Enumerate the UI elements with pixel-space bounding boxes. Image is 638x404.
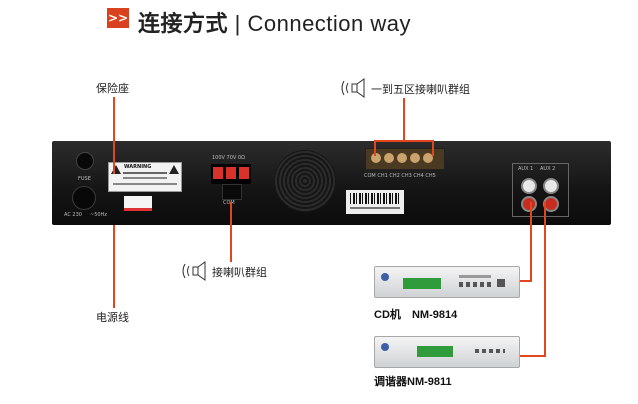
cd-player-name: CD机 <box>374 309 401 321</box>
ac-freq-label: ~50Hz <box>90 212 107 218</box>
usb-port <box>497 279 505 287</box>
barcode-sticker <box>346 190 404 214</box>
zones-bracket-right <box>432 140 434 156</box>
aux1-cable-end <box>518 280 532 282</box>
warning-icon <box>169 165 179 174</box>
ac-input-label: AC 230 <box>64 212 82 218</box>
tuner-device <box>374 336 520 368</box>
zone-terminal-strip <box>365 148 445 170</box>
tuner-model: NM-9811 <box>407 376 452 388</box>
speaker-connector-line <box>230 202 232 262</box>
title-separator: | <box>228 11 248 36</box>
aux2-cable <box>544 202 546 357</box>
fan-grille <box>274 150 336 212</box>
aux1-label: AUX 1 <box>518 166 534 172</box>
section-badge: >> <box>107 8 129 28</box>
fuse-holder <box>76 152 94 170</box>
power-inlet <box>72 186 96 210</box>
display-panel <box>417 346 453 357</box>
zone-terminal-labels: COM CH1 CH2 CH3 CH4 CH5 <box>364 173 436 179</box>
aux2-label: AUX 2 <box>540 166 556 172</box>
zones-bracket-line <box>374 140 434 142</box>
warning-label: WARNING <box>108 162 182 192</box>
speaker-zones-label: 一到五区接喇叭群组 <box>371 83 470 96</box>
rca-jack <box>521 196 537 212</box>
title-cn: 连接方式 <box>138 12 229 37</box>
aux1-cable <box>530 202 532 282</box>
power-cord-label: 电源线 <box>96 311 129 324</box>
zones-connector-line <box>403 98 405 141</box>
display-panel <box>403 278 441 289</box>
fuse-connector-line <box>113 97 115 174</box>
aux2-cable-end <box>518 355 546 357</box>
brand-sticker <box>124 196 152 211</box>
speaker-output-block <box>211 164 251 184</box>
warning-title: WARNING <box>124 164 152 170</box>
aux-input-panel <box>512 163 569 217</box>
cd-player-device <box>374 266 520 298</box>
page-title: 连接方式 | Connection way <box>138 6 411 38</box>
cd-player-model: NM-9814 <box>411 309 458 321</box>
fuse-label: FUSE <box>78 176 91 182</box>
cd-player-caption: CD机 NM-9814 <box>374 303 457 322</box>
speaker-icon <box>341 78 365 98</box>
fuse-holder-label: 保险座 <box>96 82 129 95</box>
speaker-icon <box>182 261 206 281</box>
com-terminal <box>222 184 242 200</box>
warning-icon <box>111 165 121 174</box>
speaker-group-label: 接喇叭群组 <box>212 266 267 279</box>
power-connector-line <box>113 225 115 308</box>
brand-logo-icon <box>381 343 389 351</box>
tuner-name: 调谐器 <box>374 376 407 388</box>
brand-logo-icon <box>381 273 389 281</box>
title-en: Connection way <box>247 11 412 36</box>
voltage-label: 100V 70V 0Ω <box>212 155 245 161</box>
zones-bracket-left <box>374 140 376 156</box>
rca-jack <box>521 178 537 194</box>
rca-jack <box>543 178 559 194</box>
tuner-caption: 调谐器NM-9811 <box>374 370 452 389</box>
com-label: COM <box>223 200 235 206</box>
